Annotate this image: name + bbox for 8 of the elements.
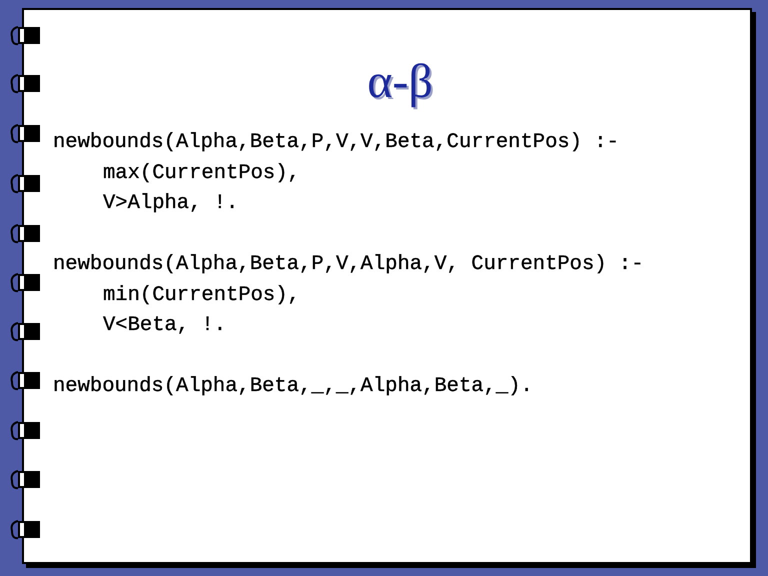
code-line: max(CurrentPos), (103, 164, 300, 184)
slide-title: α-β (366, 58, 434, 106)
code-line: newbounds(Alpha,Beta,P,V,V,Beta,CurrentPos) :- (53, 133, 619, 154)
code-line: V>Alpha, !. (103, 194, 238, 214)
code-line: V<Beta, !. (103, 316, 226, 336)
code-line: min(CurrentPos), (103, 286, 300, 306)
code-line: newbounds(Alpha,Beta,_,_,Alpha,Beta,_). (53, 377, 533, 398)
code-line: newbounds(Alpha,Beta,P,V,Alpha,V, CurrentPos) :- (53, 255, 644, 276)
